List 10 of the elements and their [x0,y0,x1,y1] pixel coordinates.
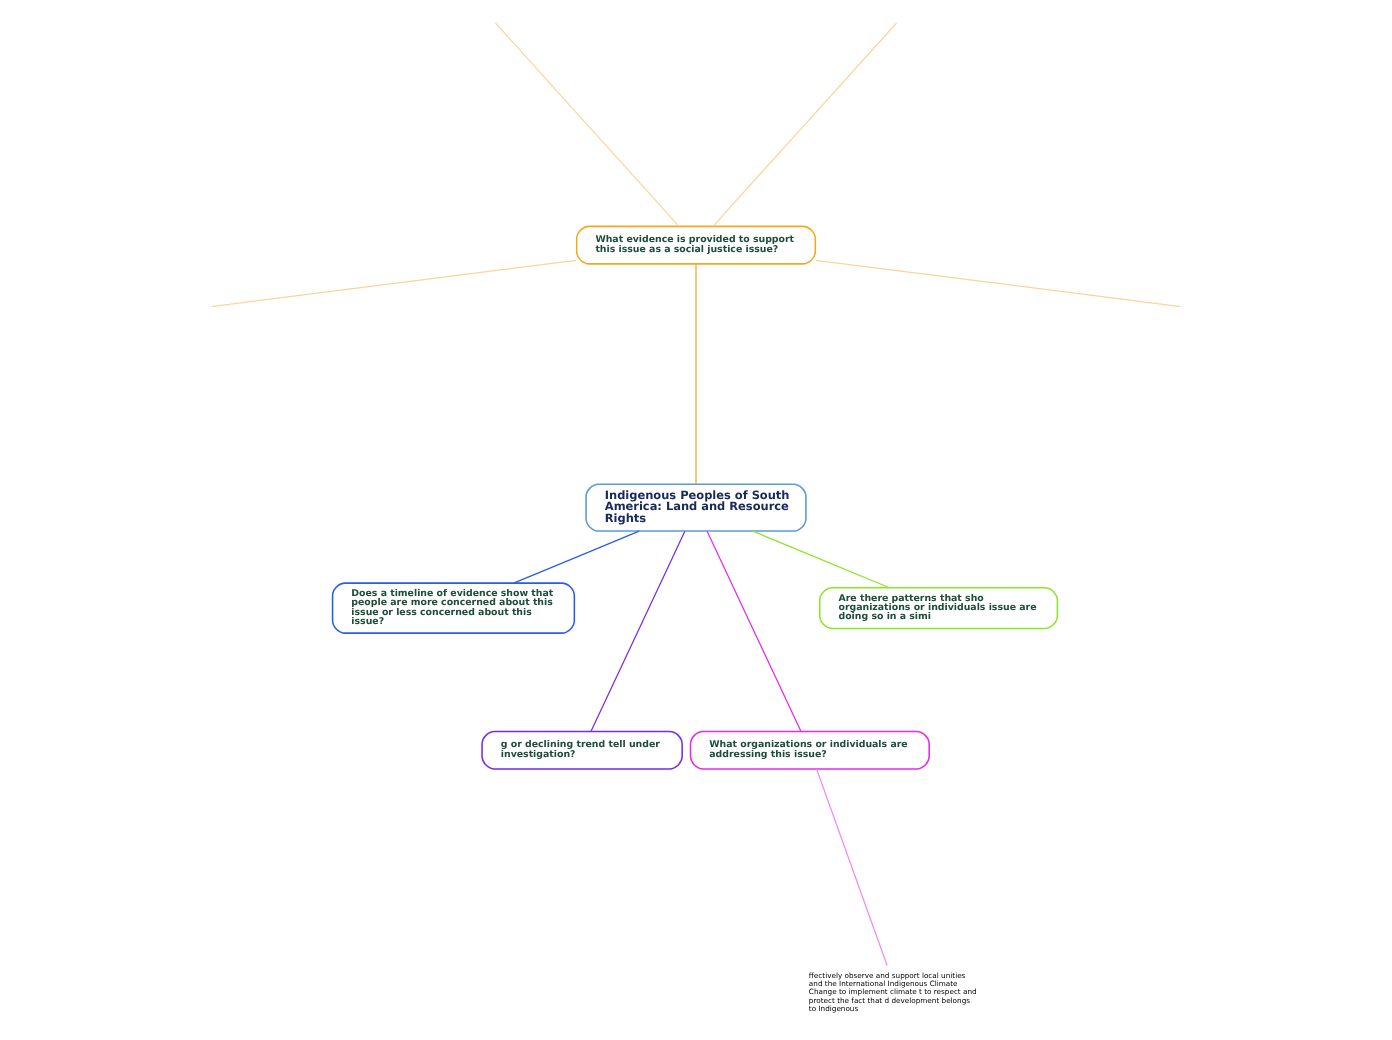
connector [590,529,686,731]
connector [816,767,888,966]
connector [752,529,891,588]
connector [695,262,697,484]
connector [210,258,578,307]
connector [814,258,1182,307]
connector [513,529,640,583]
connector [494,21,680,226]
connector [706,529,802,731]
connector [712,21,898,226]
